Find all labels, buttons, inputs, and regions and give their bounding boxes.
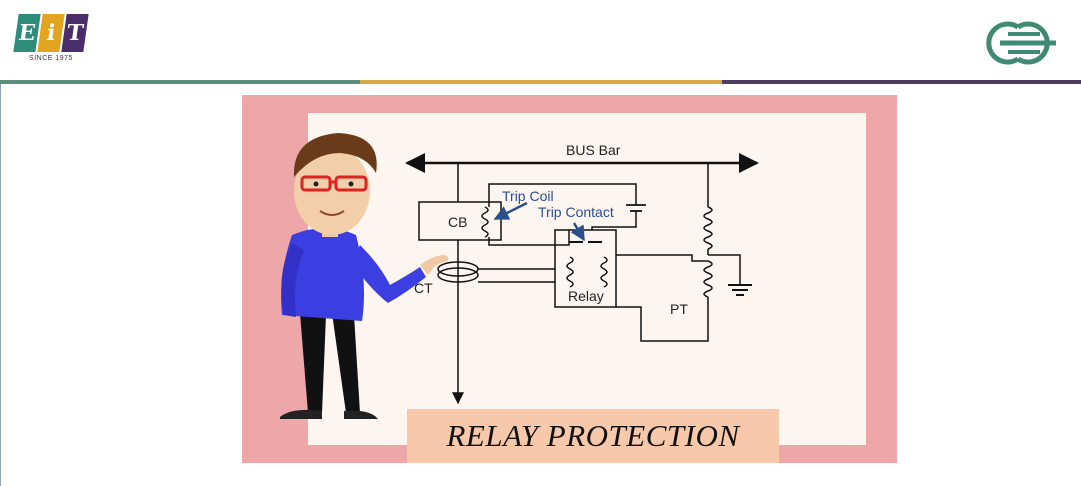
relay-coil-voltage	[600, 256, 608, 288]
header-divider-gold	[360, 80, 722, 84]
logo-letter-e: E	[13, 14, 41, 52]
cb-label: CB	[448, 214, 467, 230]
eit-logo-tiles: E i T	[13, 14, 89, 52]
pt-primary-coil	[703, 206, 713, 250]
pt-secondary-coil	[703, 260, 713, 298]
header-divider-green	[0, 80, 360, 84]
header-divider-purple	[722, 80, 1081, 84]
relay-coil-current	[566, 256, 574, 288]
caption-box: RELAY PROTECTION	[407, 409, 779, 463]
pt-label: PT	[670, 301, 688, 317]
logo-letter-i: i	[37, 14, 65, 52]
company-logo-icon-svg	[986, 21, 1056, 65]
current-transformer-ring-2	[437, 267, 479, 283]
logo-letter-t: T	[61, 14, 89, 52]
ct-label: CT	[414, 280, 433, 296]
diagram-canvas: BUS Bar CB Trip Coil Trip Contact Relay	[280, 113, 866, 445]
header-bar: E i T SINCE 1975	[0, 0, 1081, 80]
pt-secondary-top-wire	[616, 254, 708, 262]
eit-logo[interactable]: E i T SINCE 1975	[13, 14, 89, 70]
trip-contact-pointer	[570, 222, 586, 242]
company-logo-icon[interactable]	[978, 20, 1060, 66]
trip-circuit-bottom-wire	[488, 230, 570, 246]
bus-bar-label: BUS Bar	[566, 142, 621, 158]
pt-secondary-bottom-wire	[616, 297, 709, 342]
trip-coil-label: Trip Coil	[502, 188, 554, 204]
circuit-breaker-box	[418, 201, 502, 241]
presenter-character	[280, 133, 449, 419]
logo-tagline: SINCE 1975	[29, 55, 73, 62]
trip-coil-symbol	[481, 206, 489, 238]
trip-coil-pointer	[493, 201, 528, 221]
trip-circuit-right-wire	[591, 211, 637, 230]
relay-protection-figure: BUS Bar CB Trip Coil Trip Contact Relay	[242, 95, 897, 463]
left-margin-rule	[0, 84, 1, 486]
relay-label: Relay	[568, 288, 604, 304]
caption-title: RELAY PROTECTION	[446, 418, 740, 453]
pt-ground-wire	[708, 254, 741, 285]
trip-circuit-top-wire	[488, 183, 637, 207]
trip-contact-label: Trip Contact	[538, 204, 614, 220]
